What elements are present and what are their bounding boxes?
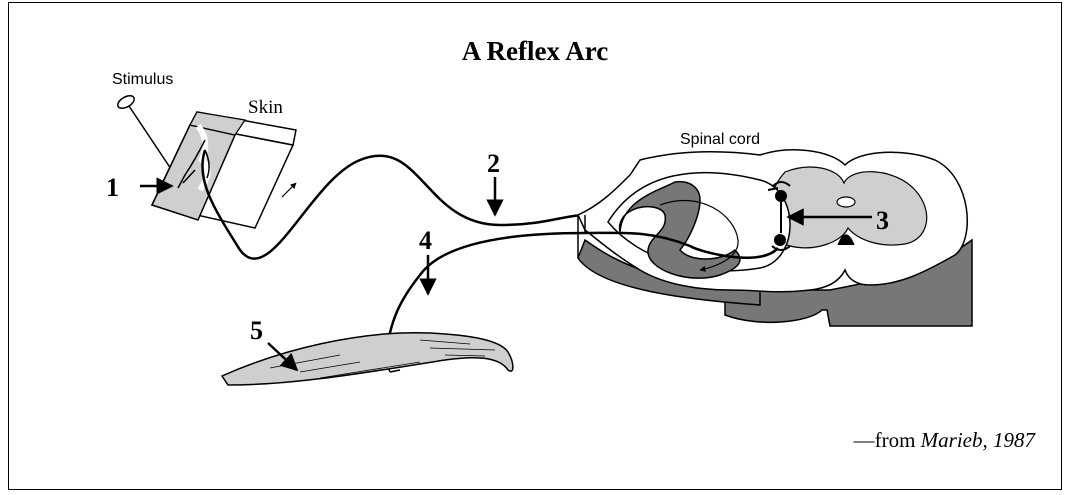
source-credit: —from Marieb, 1987 bbox=[853, 428, 1037, 452]
muscle bbox=[222, 333, 513, 385]
source-credit-citation: Marieb, 1987 bbox=[920, 428, 1037, 452]
callout-3: 3 bbox=[876, 206, 889, 235]
source-credit-prefix: —from bbox=[853, 428, 921, 452]
spinal-cord-label: Spinal cord bbox=[680, 131, 760, 148]
stimulus-pin bbox=[116, 93, 175, 175]
callout-1: 1 bbox=[106, 173, 119, 202]
callout-5: 5 bbox=[250, 316, 263, 345]
skin-label: Skin bbox=[248, 97, 283, 118]
skin-block bbox=[152, 112, 296, 228]
direction-arrow-sensory bbox=[282, 183, 296, 197]
callout-2: 2 bbox=[487, 149, 500, 178]
callout-4: 4 bbox=[419, 226, 432, 255]
diagram-title: A Reflex Arc bbox=[462, 36, 608, 66]
stimulus-label: Stimulus bbox=[112, 71, 173, 88]
